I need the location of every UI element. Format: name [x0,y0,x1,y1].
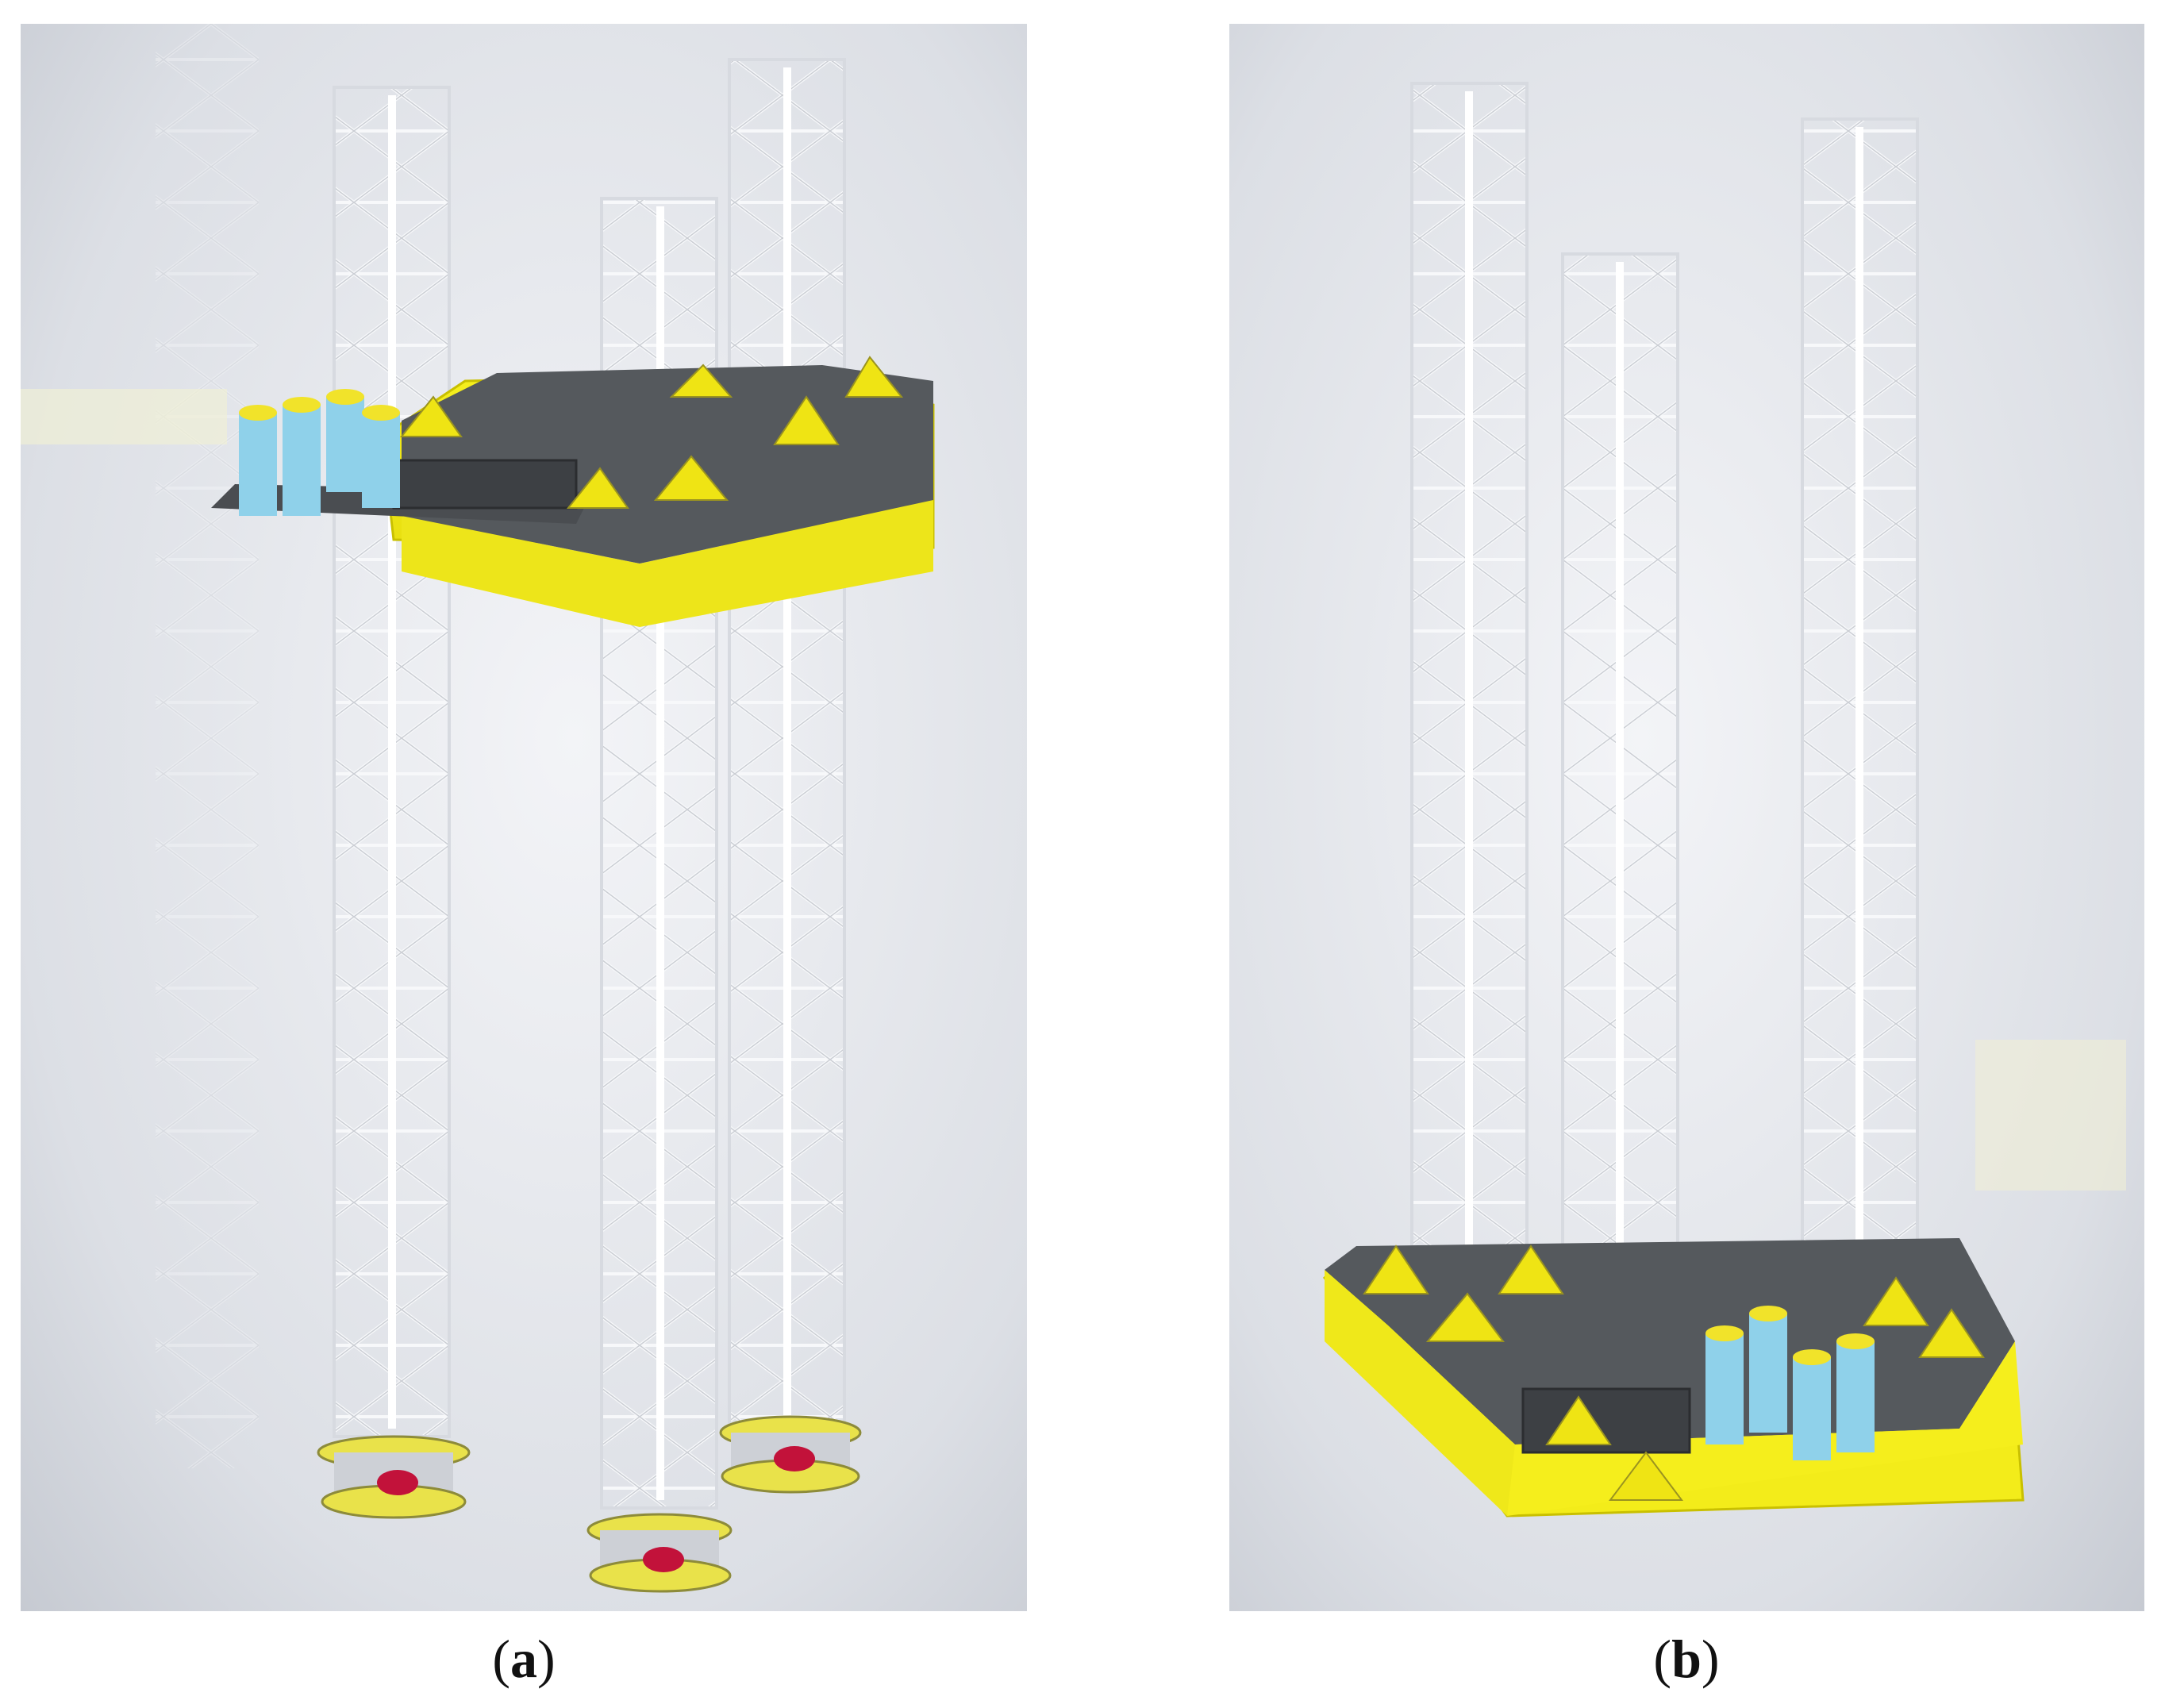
panel-a-image [21,24,1027,1611]
leg-left [317,86,471,1519]
spudcan-left [377,1470,418,1495]
leg-right [719,58,862,1494]
caption-a: (a) [492,1629,556,1689]
caption-b: (b) [1653,1629,1720,1689]
jacking-units [1363,1244,1985,1501]
jacking-units [399,356,904,509]
tanks [239,389,400,516]
tanks [1705,1306,1875,1460]
panel-b-image [1229,24,2144,1611]
